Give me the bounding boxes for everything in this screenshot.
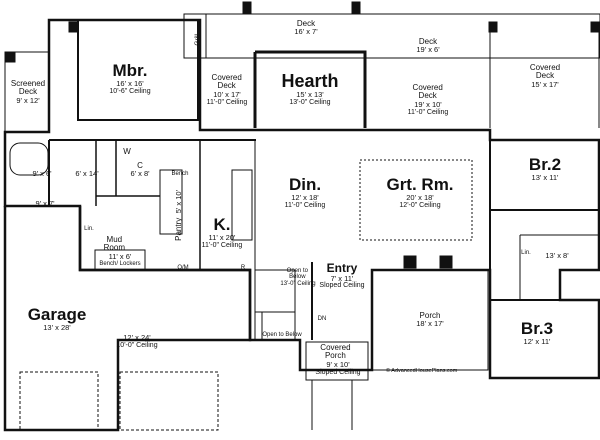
covered-porch-name: Covered Porch — [320, 343, 351, 361]
screened-deck-label: Screened Deck 9' x 12' — [8, 79, 48, 105]
lin2-name: Lin. — [521, 250, 531, 256]
entry-dim: 7' x 11' — [330, 273, 354, 283]
br3-name: Br.3 — [520, 319, 554, 338]
closet-a-dim: 6' x 14' — [75, 169, 99, 178]
dining-ceiling: 11'-0" Ceiling — [284, 201, 326, 209]
porch-name: Porch — [419, 311, 441, 320]
garage-dim: 13' x 28' — [43, 322, 71, 332]
great-room-name: Grt. Rm. — [386, 175, 454, 194]
covered-deck-mid-dim: 19' x 10' — [414, 99, 442, 109]
covered-deck-right-name: Covered Deck — [529, 63, 561, 81]
bath-dim: 9' x 6' — [32, 169, 52, 178]
bath2-dim: 13' x 8' — [545, 251, 569, 260]
closet-c-dim: 9' x 7' — [35, 199, 55, 208]
kitchen-name: K. — [213, 215, 231, 234]
mud-room-name: Mud Room — [103, 235, 125, 253]
grill-name: Grill — [194, 34, 201, 46]
br3-dim: 12' x 11' — [523, 336, 551, 346]
wc-name: W — [123, 147, 131, 156]
screened-deck-dim: 9' x 12' — [16, 95, 40, 105]
grill-label: Grill — [194, 34, 202, 46]
br2-label: Br.2 13' x 11' — [529, 156, 561, 182]
kitchen-ceiling: 11'-0" Ceiling — [201, 241, 243, 249]
open-below-1-name: Open to Below — [286, 268, 309, 281]
dn-name: DN — [317, 316, 327, 322]
credit-text: © AdvancedHousePlans.com — [386, 368, 458, 374]
closet-b-name: C — [137, 161, 143, 170]
covered-deck-right-dim: 15' x 17' — [531, 79, 559, 89]
mud-room-label: Mud Room 11' x 6' Bench/ Lockers — [99, 235, 141, 267]
garage-name: Garage — [27, 305, 87, 324]
kitchen-label: K. 11' x 20' 11'-0" Ceiling — [202, 216, 243, 249]
covered-deck-mid-ceiling: 11'-0" Ceiling — [407, 108, 449, 116]
great-room-ceiling: 12'-0" Ceiling — [399, 201, 441, 209]
covered-deck-mid-name: Covered Deck — [412, 83, 443, 101]
entry-name: Entry — [326, 261, 358, 275]
br3-label: Br.3 12' x 11' — [521, 320, 553, 346]
deck-right-label: Deck 19' x 6' — [416, 37, 440, 55]
covered-deck-right-label: Covered Deck 15' x 17' — [525, 63, 565, 89]
dining-name: Din. — [288, 175, 322, 194]
dining-dim: 12' x 18' — [291, 192, 319, 202]
kitchen-dim: 11' x 20' — [208, 232, 236, 242]
garage-bay-label: 12' x 24' 10'-0" Ceiling — [116, 334, 157, 349]
open-below-1-ceiling: 13'-0" Ceiling — [280, 280, 316, 287]
covered-porch-ceiling: Sloped Ceiling — [315, 368, 361, 376]
porch-dim: 18' x 17' — [416, 319, 444, 329]
open-below-2-name: Open to Below — [262, 332, 302, 338]
deck-right-dim: 19' x 6' — [416, 45, 440, 55]
hearth-name: Hearth — [281, 71, 339, 91]
garage-label: Garage 13' x 28' — [28, 306, 87, 332]
entry-ceiling: Sloped Ceiling — [319, 282, 365, 290]
hearth-dim: 15' x 13' — [296, 89, 324, 99]
garage-bay-ceiling: 10'-0" Ceiling — [116, 341, 158, 349]
deck-top-outline — [183, 13, 600, 59]
mbr-ceiling: 10'-6" Ceiling — [109, 87, 151, 95]
deck-right-name: Deck — [418, 37, 438, 46]
great-room-dim: 20' x 18' — [406, 192, 434, 202]
covered-porch-label: Covered Porch 9' x 10' Sloped Ceiling — [315, 343, 361, 376]
deck-top-label: Deck 16' x 7' — [294, 19, 318, 37]
r-name: R — [240, 265, 246, 271]
covered-deck-left-label: Covered Deck 10' x 17' 11'-0" Ceiling — [206, 73, 248, 106]
mud-room-dim: 11' x 6' — [108, 251, 132, 261]
mbr-name: Mbr. — [112, 61, 148, 80]
entry-label: Entry 7' x 11' Sloped Ceiling — [319, 262, 364, 290]
mud-room-extra: Bench/ Lockers — [99, 260, 141, 267]
br2-name: Br.2 — [528, 155, 562, 174]
covered-deck-mid-label: Covered Deck 19' x 10' 11'-0" Ceiling — [407, 83, 449, 116]
om-name: O/M — [177, 265, 189, 271]
mbr-dim: 16' x 16' — [116, 78, 144, 88]
deck-top-name: Deck — [296, 19, 316, 28]
porch-label: Porch 18' x 17' — [416, 311, 444, 329]
hearth-ceiling: 13'-0" Ceiling — [289, 98, 331, 106]
great-room-label: Grt. Rm. 20' x 18' 12'-0" Ceiling — [386, 176, 453, 209]
closet-b-label: C 6' x 8' — [130, 161, 150, 179]
closet-b-dim: 6' x 8' — [130, 169, 150, 179]
pantry-dim: 5' x 10' — [174, 190, 183, 214]
screened-deck-name: Screened Deck — [10, 79, 46, 97]
bench-name: Bench — [171, 171, 189, 177]
covered-deck-left-name: Covered Deck — [211, 73, 242, 91]
pantry-label: Pantry 5' x 10' — [171, 190, 188, 241]
garage-bay-dim: 12' x 24' — [123, 333, 151, 342]
covered-porch-dim: 9' x 10' — [326, 359, 350, 369]
open-below-1-label: Open to Below 13'-0" Ceiling — [280, 268, 315, 287]
mbr-label: Mbr. 16' x 16' 10'-6" Ceiling — [109, 62, 150, 95]
dining-label: Din. 12' x 18' 11'-0" Ceiling — [285, 176, 326, 209]
br2-dim: 13' x 11' — [531, 172, 559, 182]
pantry-name: Pantry — [174, 217, 183, 241]
deck-top-dim: 16' x 7' — [294, 27, 318, 37]
covered-deck-left-dim: 10' x 17' — [213, 89, 241, 99]
covered-deck-left-ceiling: 11'-0" Ceiling — [206, 98, 248, 106]
hearth-label: Hearth 15' x 13' 13'-0" Ceiling — [281, 72, 338, 106]
lin-name: Lin. — [84, 226, 94, 232]
